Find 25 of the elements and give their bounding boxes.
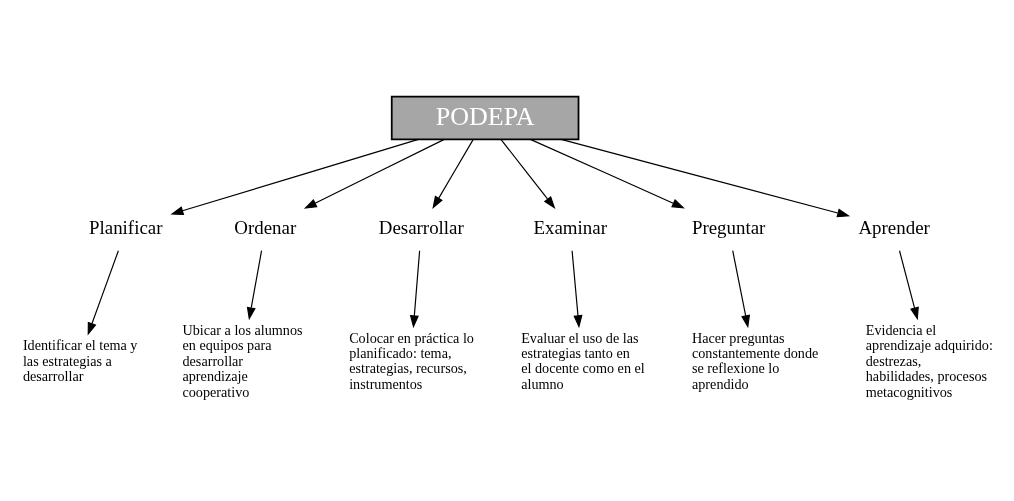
arrow bbox=[560, 138, 851, 217]
arrow bbox=[500, 138, 556, 209]
node-text: Planificar bbox=[89, 216, 163, 238]
arrow bbox=[732, 249, 751, 328]
arrow bbox=[87, 249, 119, 336]
arrow bbox=[246, 249, 263, 320]
arrow bbox=[409, 249, 421, 328]
node-text: Evaluar el uso de las estrategias tanto en el docente como en el alumno bbox=[521, 329, 645, 392]
node-text: Ubicar a los alumnos en equipos para desarrollar aprendizaje cooperativo bbox=[182, 321, 303, 400]
node-text: Desarrollar bbox=[378, 216, 464, 238]
node-text: Aprender bbox=[858, 216, 930, 238]
node-text: Examinar bbox=[533, 216, 607, 238]
arrow bbox=[898, 249, 919, 320]
node-text: Evidencia el aprendizaje adquirido: destrezas, habilidades, procesos metacognitivos bbox=[865, 321, 993, 400]
arrow bbox=[170, 138, 419, 215]
node-box: PODEPA bbox=[390, 95, 580, 140]
node-text: Hacer preguntas constantemente donde se reflexione lo aprendido bbox=[692, 329, 819, 392]
arrow bbox=[303, 138, 445, 209]
node-text: Preguntar bbox=[691, 216, 766, 238]
arrow bbox=[571, 249, 583, 328]
node-text: Colocar en práctica lo planificado: tema, estrategias, recursos, instrumentos bbox=[349, 329, 474, 392]
node-text: Identificar el tema y las estrategias a desarrollar bbox=[22, 336, 138, 384]
arrow bbox=[432, 138, 474, 209]
node-text: Ordenar bbox=[234, 216, 297, 238]
arrow bbox=[529, 138, 685, 208]
